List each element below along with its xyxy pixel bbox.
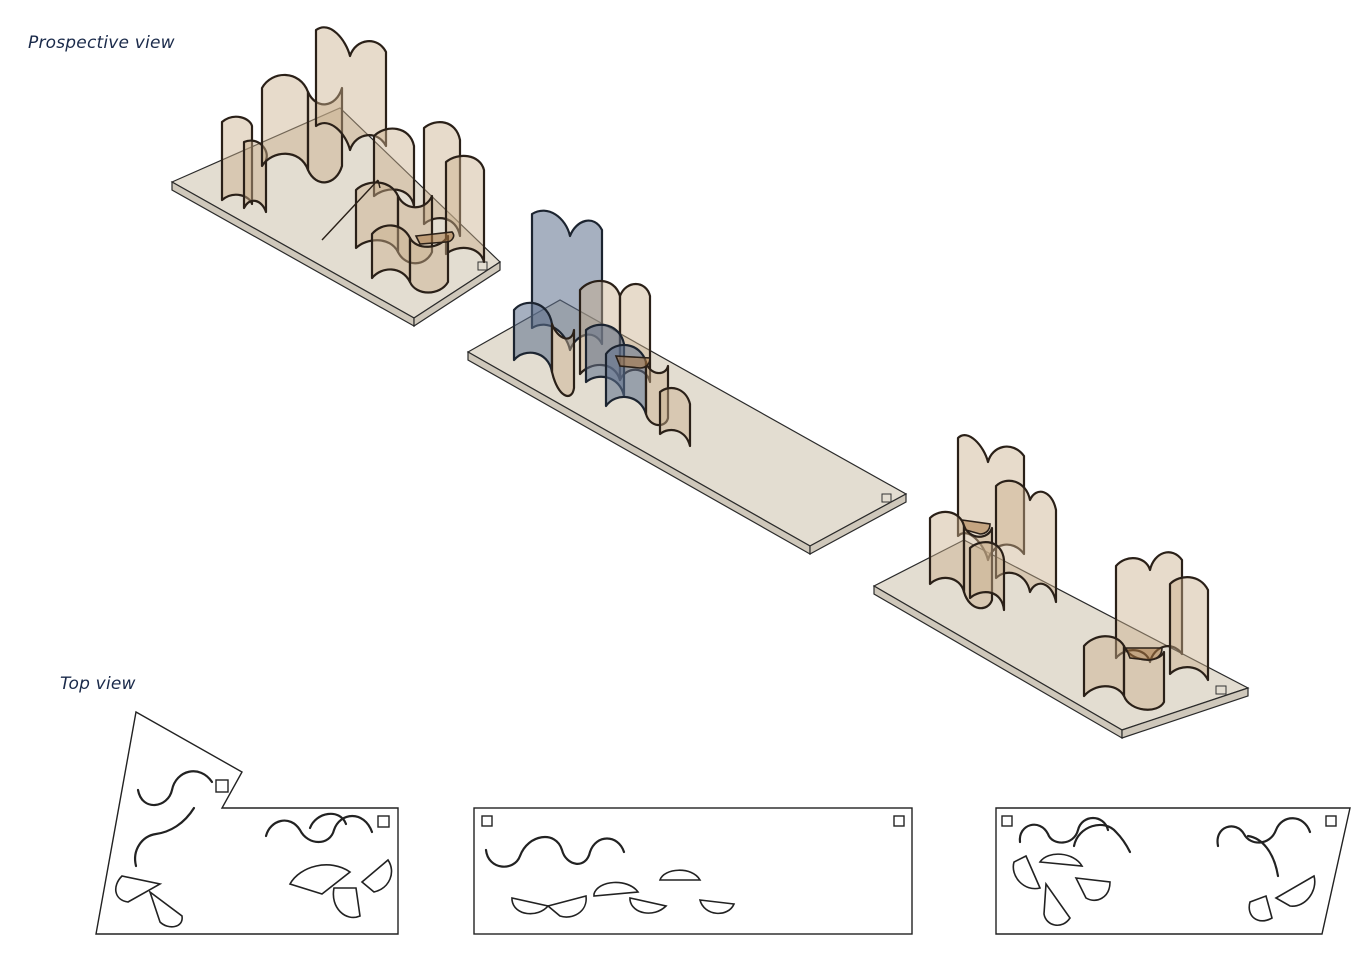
plinth-left [170, 107, 501, 328]
walls-middle [512, 209, 692, 448]
plinth-right [872, 539, 1250, 740]
plinth-middle [466, 299, 908, 556]
walls-right [928, 434, 1210, 711]
perspective-view-label: Prospective view [28, 33, 175, 53]
top-plan-right [995, 807, 1351, 935]
top-plan-left [95, 710, 399, 935]
top-view-label: Top view [60, 674, 136, 694]
walls-left [220, 26, 486, 294]
top-plan-middle [473, 807, 913, 935]
